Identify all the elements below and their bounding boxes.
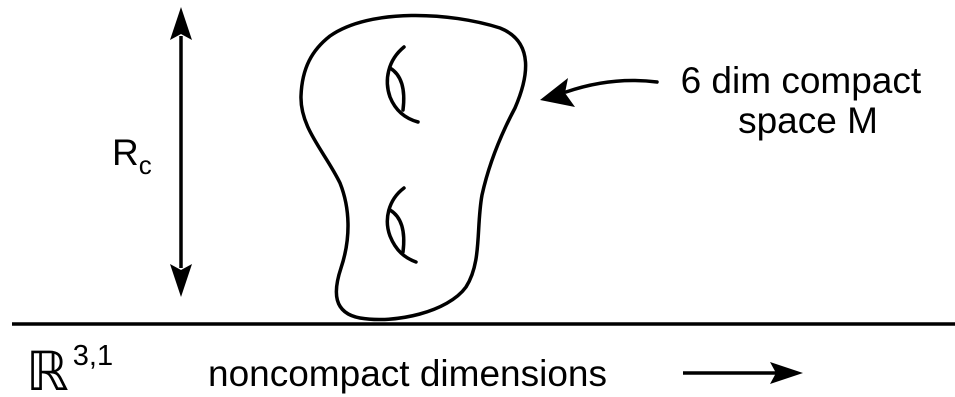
lower-handle-inner-curve [388, 208, 406, 254]
radius-arrow-head-down [170, 264, 192, 297]
lower-handle [385, 186, 418, 264]
noncompact-arrow-head [770, 362, 803, 384]
radius-double-arrow [170, 7, 192, 297]
spacetime-exponent: 3,1 [73, 340, 113, 372]
radius-arrow-head-up [170, 7, 192, 40]
upper-handle [385, 45, 420, 124]
lower-handle-outer-curve [385, 186, 418, 264]
compact-space-pointer-arrow [540, 78, 659, 107]
radius-label-subscript: c [139, 150, 152, 180]
compact-space-label-line1: 6 dim compact [681, 60, 922, 101]
radius-label-main: R [112, 132, 139, 173]
noncompact-label: noncompact dimensions [208, 353, 607, 394]
pointer-arrow-head [540, 78, 575, 107]
noncompact-direction-arrow [683, 362, 803, 384]
compact-space-label-line2: space M [738, 100, 878, 141]
upper-handle-outer-curve [385, 45, 420, 124]
compact-space-blob [299, 13, 528, 322]
radius-label: Rc [112, 132, 152, 180]
pointer-arrow-shaft [564, 78, 659, 94]
compact-space-label: 6 dim compact space M [681, 60, 932, 141]
spacetime-symbol: ℝ [26, 342, 69, 397]
upper-handle-inner-curve [388, 66, 406, 112]
